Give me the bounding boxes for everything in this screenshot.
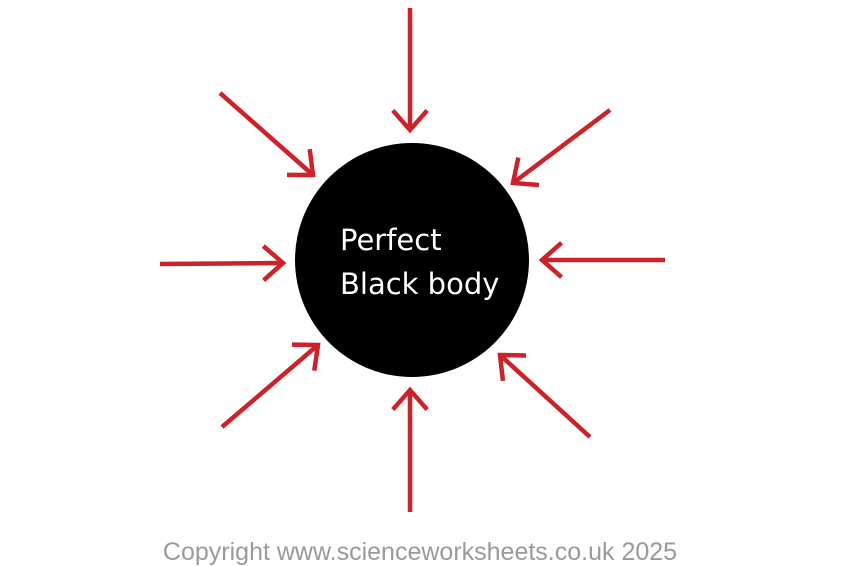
arrowhead <box>291 342 321 372</box>
black-body-circle <box>295 143 529 377</box>
copyright-text: Copyright www.scienceworksheets.co.uk 20… <box>163 538 677 566</box>
arrowhead <box>497 352 527 382</box>
arrowhead <box>286 148 316 178</box>
arrowhead <box>261 244 287 282</box>
body-label-line1: Perfect <box>340 223 442 257</box>
arrowhead <box>391 108 429 134</box>
incoming-radiation-arrow <box>510 108 612 188</box>
arrow-shaft <box>218 91 315 177</box>
incoming-radiation-arrow <box>497 352 592 439</box>
incoming-radiation-arrow <box>220 342 321 429</box>
incoming-radiation-arrow <box>391 386 429 512</box>
arrow-shaft <box>498 353 592 439</box>
incoming-radiation-arrow <box>218 91 316 178</box>
incoming-radiation-arrow <box>159 244 287 282</box>
arrowhead <box>391 386 429 412</box>
body-label-line2: Black body <box>340 267 499 301</box>
arrow-shaft <box>220 343 320 429</box>
incoming-radiation-arrow <box>538 241 665 279</box>
arrowhead <box>538 241 564 279</box>
arrow-shaft <box>511 108 612 185</box>
arrow-shaft <box>159 260 284 267</box>
arrowhead <box>510 157 540 188</box>
incoming-radiation-arrow <box>391 8 429 134</box>
